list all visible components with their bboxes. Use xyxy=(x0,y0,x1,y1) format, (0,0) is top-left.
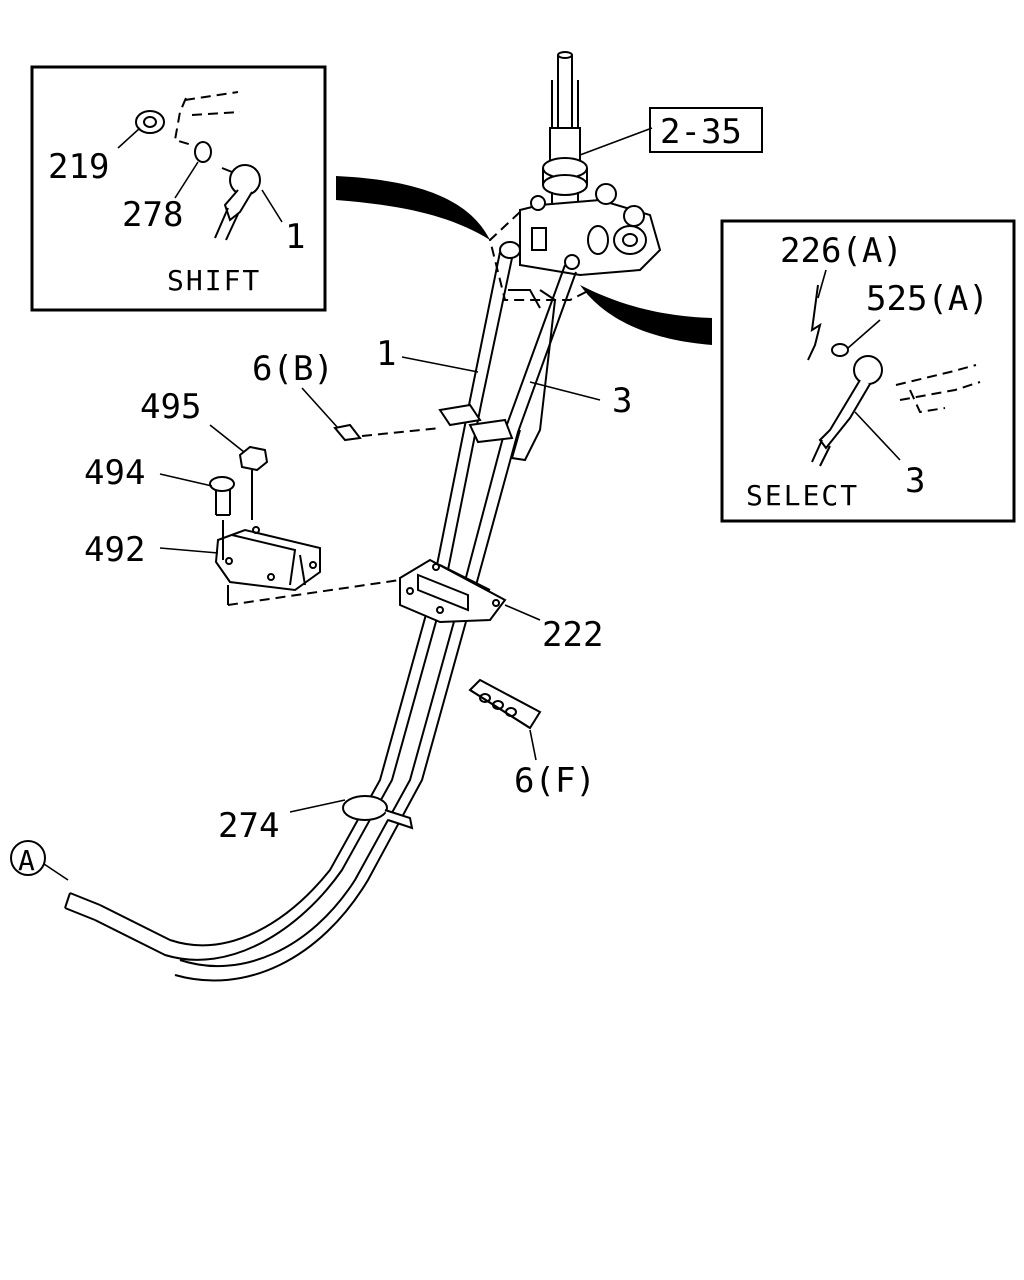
washer-525a-icon xyxy=(831,343,849,357)
label-ref-a: A xyxy=(18,844,37,877)
shift-callout-connector xyxy=(336,176,490,240)
bracket-492-icon xyxy=(214,526,321,592)
label-1-inset: 1 xyxy=(285,217,305,257)
label-278: 278 xyxy=(122,195,183,235)
ball-joint-3-icon xyxy=(811,355,883,467)
label-274: 274 xyxy=(218,806,279,846)
bolt-494-icon xyxy=(209,476,235,560)
washer-278-icon xyxy=(194,141,212,163)
label-226a: 226(A) xyxy=(780,231,903,271)
shift-caption: SHIFT xyxy=(167,264,261,297)
shift-inset: 219 278 1 SHIFT xyxy=(30,65,327,312)
select-cable-3 xyxy=(174,264,577,982)
label-3-main: 3 xyxy=(612,381,632,421)
label-495: 495 xyxy=(140,387,201,427)
clip-6f-icon xyxy=(468,678,542,730)
shift-lever-assembly xyxy=(488,51,662,309)
nut-219-icon xyxy=(135,110,165,134)
clip-6b-icon xyxy=(333,423,441,442)
shift-cable-1 xyxy=(64,251,513,961)
label-6b: 6(B) xyxy=(252,349,334,389)
select-caption: SELECT xyxy=(746,479,859,512)
select-inset: 226(A) 525(A) 3 SELECT xyxy=(720,219,1016,523)
label-219: 219 xyxy=(48,147,109,187)
label-525a: 525(A) xyxy=(866,279,989,319)
label-6f: 6(F) xyxy=(514,761,596,801)
label-1-main: 1 xyxy=(376,334,396,374)
label-222: 222 xyxy=(542,615,603,655)
bracket-222-icon xyxy=(399,558,507,624)
ref-box-2-35 xyxy=(649,107,763,153)
label-494: 494 xyxy=(84,453,145,493)
label-492: 492 xyxy=(84,530,145,570)
ref-marker-a: A xyxy=(10,840,69,881)
nut-495-icon xyxy=(238,445,269,520)
label-3-inset: 3 xyxy=(905,461,925,501)
select-callout-connector xyxy=(580,285,712,345)
ball-joint-1-icon xyxy=(214,164,261,241)
clamp-274-icon xyxy=(342,795,414,830)
clip-226a-icon xyxy=(807,284,822,361)
label-2-35: 2-35 xyxy=(660,112,742,152)
